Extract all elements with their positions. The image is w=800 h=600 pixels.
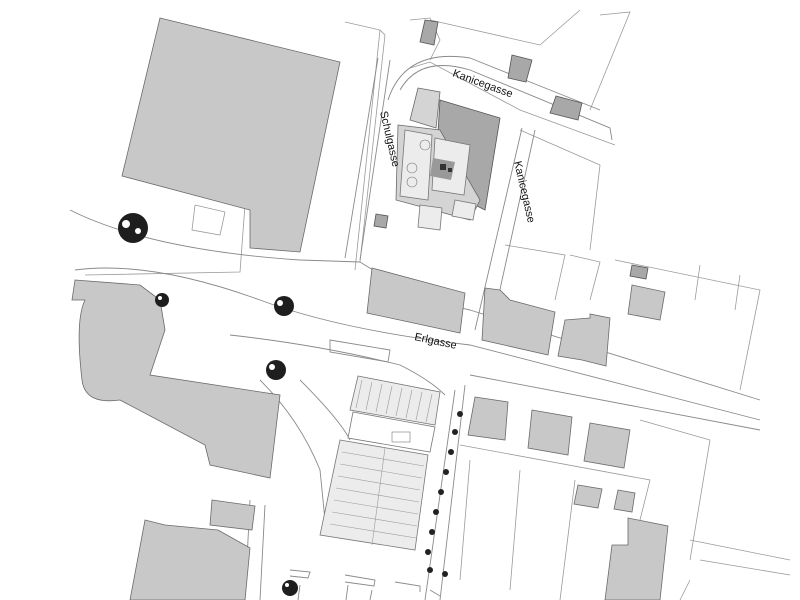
school-building — [395, 87, 501, 231]
roof-hatching — [329, 379, 433, 546]
parking-stalls — [289, 569, 441, 600]
tree-icon — [274, 296, 294, 316]
buildings — [71, 17, 669, 600]
tree-icon — [118, 213, 148, 243]
street-label-erlgasse: Erlgasse — [413, 331, 457, 352]
hatched-roof-building — [319, 375, 441, 551]
bollard-row — [425, 411, 463, 577]
street-label-kanicegasse-side: Kanicegasse — [511, 160, 537, 224]
parcel-lines — [84, 9, 791, 600]
tree-icon — [266, 360, 286, 380]
tree-icon — [282, 580, 298, 596]
tree-icon — [155, 293, 169, 307]
trees — [118, 213, 298, 596]
